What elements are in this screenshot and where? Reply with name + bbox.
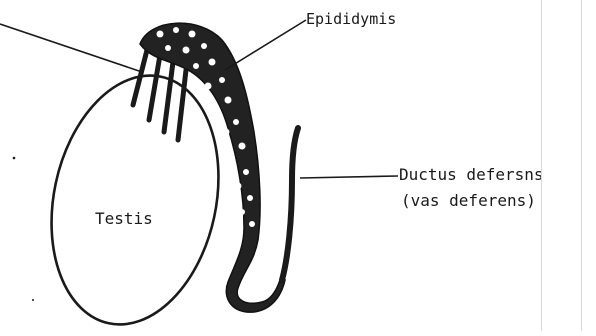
leader-line-top-left xyxy=(0,24,142,72)
ductus-deferens-tube xyxy=(282,128,298,280)
testis-label: Testis xyxy=(95,209,153,228)
epididymis-body xyxy=(140,23,285,312)
page-edge-line xyxy=(541,0,542,331)
leader-line-ductus xyxy=(300,176,398,178)
vas-deferens-label: (vas deferens) xyxy=(401,191,536,210)
leader-line-epididymis xyxy=(225,20,306,70)
speck-mark xyxy=(32,299,34,301)
epididymis-label: Epididymis xyxy=(306,10,396,28)
ductus-deferens-label: Ductus defersns xyxy=(399,165,544,184)
page-edge-line xyxy=(581,0,582,331)
speck-mark xyxy=(13,157,16,160)
